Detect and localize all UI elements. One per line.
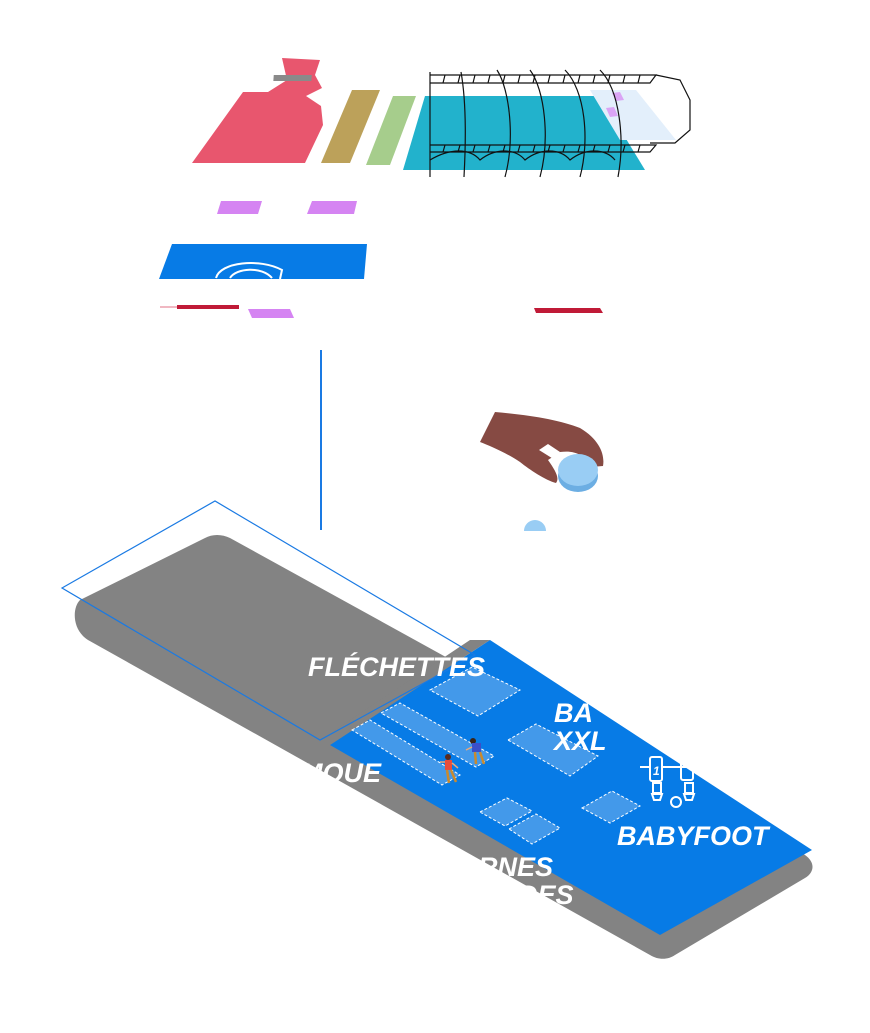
court-logo-icon bbox=[215, 262, 284, 280]
tile-petanque-lane bbox=[351, 719, 461, 786]
tent-frame bbox=[429, 69, 691, 178]
tan-zone bbox=[321, 90, 380, 163]
middle-layer bbox=[159, 201, 603, 530]
top-floor-layer bbox=[192, 58, 691, 178]
player-blue bbox=[465, 738, 486, 765]
purple-seat bbox=[217, 201, 262, 214]
gray-overlap bbox=[320, 640, 490, 745]
purple-marker bbox=[606, 107, 618, 117]
hand-highlight bbox=[539, 444, 560, 460]
red-bar bbox=[177, 305, 239, 309]
label-xxl: XXL bbox=[552, 726, 607, 756]
pink-zone bbox=[192, 58, 323, 163]
tile-xxl bbox=[506, 723, 599, 777]
tile-flechettes bbox=[428, 666, 522, 717]
selection-outline bbox=[60, 500, 477, 741]
ball bbox=[558, 454, 598, 486]
pink-zone-stripe bbox=[273, 75, 312, 81]
babyfoot-icon-number: 1 bbox=[653, 764, 660, 778]
label-babyfoot: BABYFOOT bbox=[617, 821, 771, 851]
player-red bbox=[440, 754, 459, 784]
purple-seat bbox=[307, 201, 357, 214]
tile-babyfoot bbox=[580, 790, 642, 824]
red-bar-light bbox=[160, 306, 177, 308]
tile-petanque-lane bbox=[379, 702, 495, 768]
ball-dropping bbox=[524, 520, 546, 531]
blue-court bbox=[159, 244, 367, 279]
tile-bornes bbox=[508, 813, 561, 845]
babyfoot-icon bbox=[640, 756, 700, 808]
floor-tiles bbox=[351, 666, 642, 845]
label-bornes: RNES bbox=[478, 852, 553, 882]
bottom-floor-layer: 1 FLÉCHETTES BA XXL MQUE RNES DES BABYFO… bbox=[60, 500, 813, 959]
label-petanque: MQUE bbox=[300, 758, 382, 788]
label-arcades: DES bbox=[518, 880, 574, 910]
label-flechettes: FLÉCHETTES bbox=[308, 651, 485, 682]
hand-throwing-ball bbox=[480, 412, 604, 531]
label-ba: BA bbox=[554, 698, 593, 728]
blue-floor bbox=[330, 640, 812, 935]
red-bar bbox=[534, 308, 603, 313]
tile-bornes bbox=[478, 797, 534, 827]
light-zone bbox=[590, 90, 676, 140]
purple-stripes bbox=[248, 309, 294, 318]
hand bbox=[480, 412, 604, 483]
green-zone bbox=[366, 96, 416, 165]
